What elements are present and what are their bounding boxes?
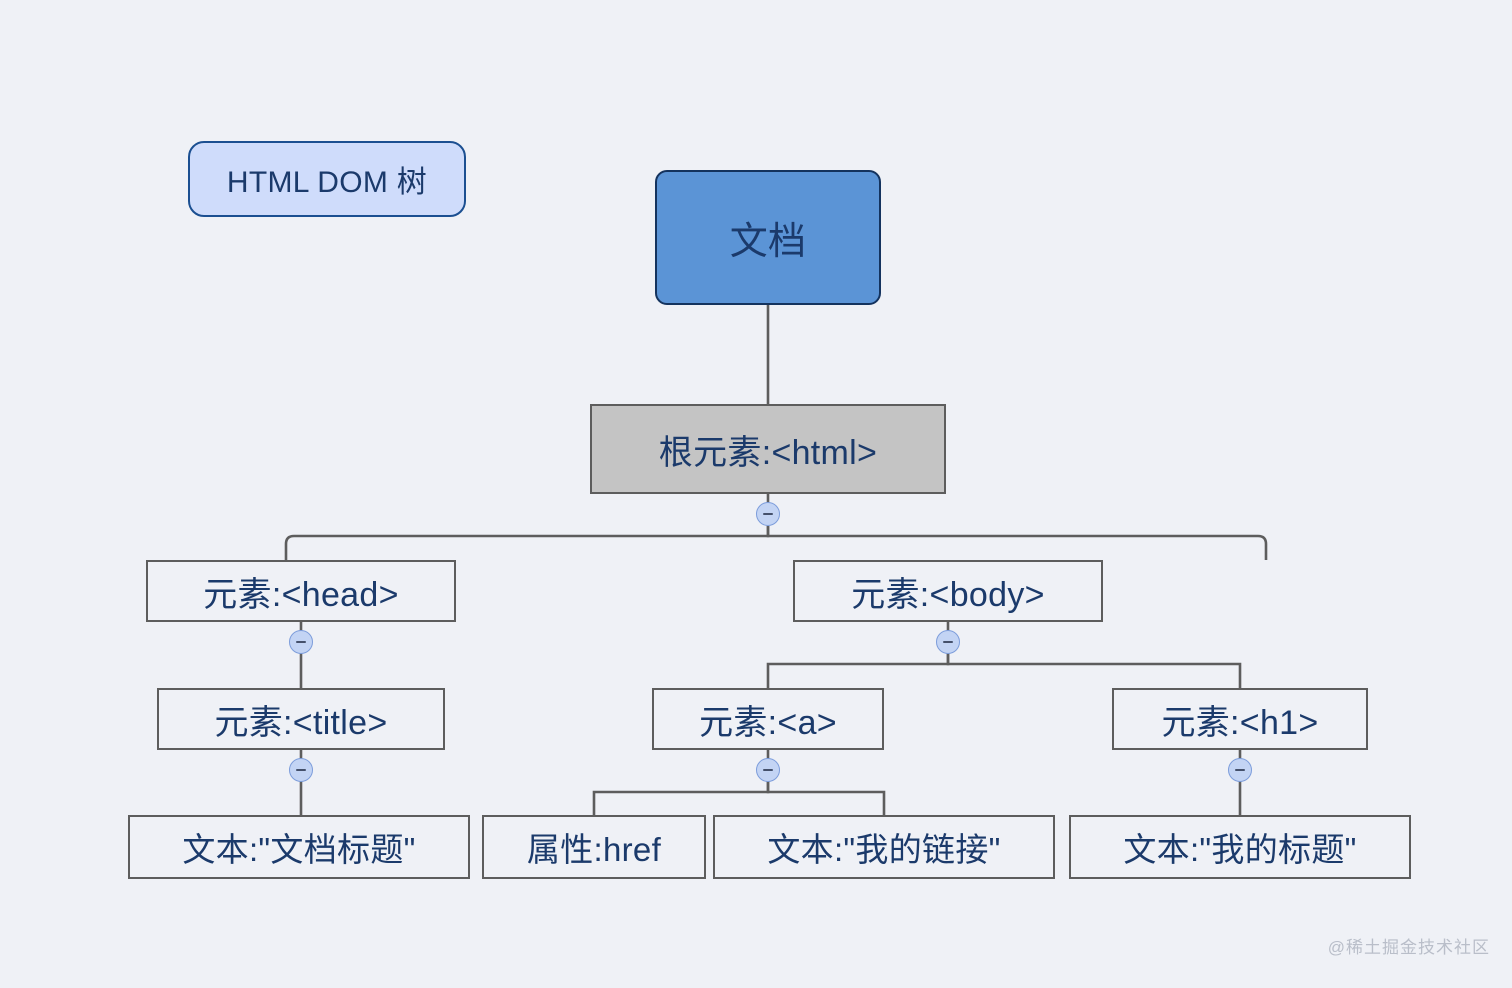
minus-icon (296, 640, 306, 644)
node-document[interactable]: 文档 (655, 170, 881, 305)
node-body[interactable]: 元素:<body> (793, 560, 1103, 622)
node-html[interactable]: 根元素:<html> (590, 404, 946, 494)
minus-icon (763, 512, 773, 516)
node-href-attribute[interactable]: 属性:href (482, 815, 706, 879)
minus-icon (943, 640, 953, 644)
minus-icon (1235, 768, 1245, 772)
collapse-toggle-html[interactable] (756, 502, 780, 526)
node-title[interactable]: 元素:<title> (157, 688, 445, 750)
diagram-title-chip: HTML DOM 树 (188, 141, 466, 217)
collapse-toggle-title[interactable] (289, 758, 313, 782)
node-head[interactable]: 元素:<head> (146, 560, 456, 622)
minus-icon (296, 768, 306, 772)
collapse-toggle-anchor[interactable] (756, 758, 780, 782)
minus-icon (763, 768, 773, 772)
node-link-text[interactable]: 文本:"我的链接" (713, 815, 1055, 879)
collapse-toggle-body[interactable] (936, 630, 960, 654)
watermark: @稀土掘金技术社区 (1327, 938, 1490, 957)
node-h1[interactable]: 元素:<h1> (1112, 688, 1368, 750)
node-title-text[interactable]: 文本:"文档标题" (128, 815, 470, 879)
node-h1-text[interactable]: 文本:"我的标题" (1069, 815, 1411, 879)
node-anchor[interactable]: 元素:<a> (652, 688, 884, 750)
collapse-toggle-h1[interactable] (1228, 758, 1252, 782)
collapse-toggle-head[interactable] (289, 630, 313, 654)
